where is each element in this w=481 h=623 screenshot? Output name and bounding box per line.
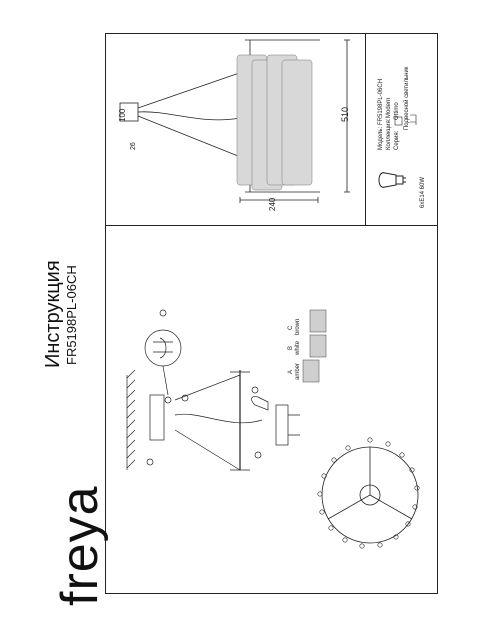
dimension-drawing <box>119 39 350 203</box>
installation-diagram <box>126 309 300 471</box>
canopy-plate <box>119 102 139 122</box>
shades <box>236 54 313 191</box>
detail-zoom-circle <box>144 329 182 367</box>
frame-divider <box>105 225 438 226</box>
bulb-icon <box>378 172 406 188</box>
wire-swatches <box>302 309 327 383</box>
bulb-detail <box>251 396 269 411</box>
spec-panel-divider <box>365 33 366 225</box>
ceiling-hatch <box>126 369 136 470</box>
instruction-frame <box>105 33 438 594</box>
top-view <box>317 437 420 549</box>
info-icons <box>394 114 417 126</box>
suspension-wires <box>137 69 249 161</box>
